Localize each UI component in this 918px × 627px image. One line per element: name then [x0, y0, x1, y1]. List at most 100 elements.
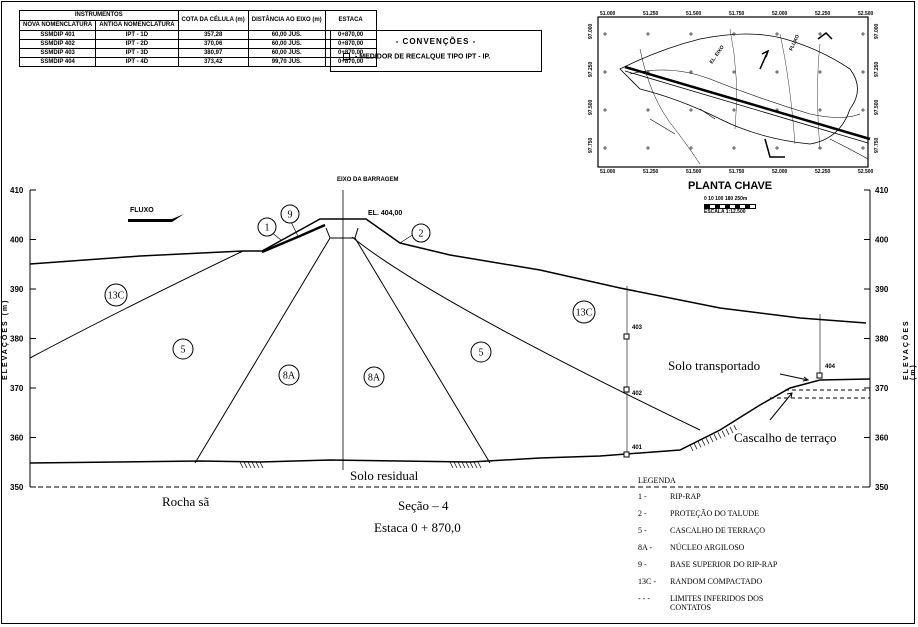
zone-label: 5: [181, 345, 186, 356]
zone-label: 13C: [576, 308, 593, 319]
instruments-table: INSTRUMENTOS COTA DA CÉLULA (m) DISTÂNCI…: [18, 10, 377, 67]
key-map-left-coord: 97.000: [588, 23, 594, 39]
zone-marker: [470, 341, 492, 363]
axis-title: EIXO DA BARRAGEM: [337, 177, 399, 183]
legend-desc: RANDOM COMPACTADO: [670, 577, 763, 586]
legend-desc: BASE SUPERIOR DO RIP-RAP: [670, 560, 778, 569]
y-tick-right: 350: [875, 483, 889, 492]
zone-label: 9: [288, 210, 293, 221]
key-map-left-coord: 97.250: [588, 61, 594, 77]
zone-label: 8A: [283, 371, 296, 382]
section-station: Estaca 0 + 870,0: [374, 520, 461, 535]
zone-marker: [280, 204, 300, 224]
settlement-gauge-icon: [343, 53, 350, 60]
instrument-403: 403: [632, 325, 643, 331]
legend-code: 2 -: [638, 509, 647, 518]
y-axis-label-right: ELEVAÇÕES (m): [903, 319, 917, 380]
legend-item: 1 - RIP-RAP: [638, 492, 790, 501]
key-map-top-coord: 51.500: [686, 11, 702, 17]
legend-code: 5 -: [638, 526, 647, 535]
legend-code: 8A -: [638, 543, 652, 552]
key-map-right-coord: 97.000: [874, 23, 880, 39]
y-tick-right: 370: [875, 384, 889, 393]
y-tick-left: 400: [10, 236, 24, 245]
legend-item: 8A - NÚCLEO ARGILOSO: [638, 543, 790, 552]
zone-label: 1: [265, 223, 270, 234]
section-number: Seção – 4: [398, 498, 449, 513]
key-map-bottom-coord: 51.500: [686, 169, 702, 174]
key-map-top-coord: 52.000: [772, 11, 788, 17]
instrument-cell: 0+870,00: [324, 57, 377, 67]
key-map-bottom-coord: 51.250: [643, 169, 659, 174]
legend-title: LEGENDA: [638, 476, 676, 485]
conventions-item-label: - MEDIDOR DE RECALQUE TIPO IPT - IP.: [355, 53, 491, 61]
zone-label: 2: [419, 229, 424, 240]
legend-desc: CASCALHO DE TERRAÇO: [670, 526, 765, 535]
key-map-right-coord: 97.250: [874, 61, 880, 77]
y-tick-left: 380: [10, 335, 24, 344]
zone-marker: [172, 338, 194, 360]
legend: LEGENDA 1 - RIP-RAP 2 - PROTEÇÃO DO TALUDE 5…: [632, 470, 798, 622]
y-tick-left: 410: [10, 186, 24, 195]
conventions-item: - MEDIDOR DE RECALQUE TIPO IPT - IP.: [343, 53, 490, 60]
key-map-top-coord: 52.500: [858, 11, 874, 17]
solo-transportado-label: Solo transportado: [668, 358, 761, 374]
y-tick-right: 360: [875, 434, 889, 443]
legend-item: 13C - RANDOM COMPACTADO: [638, 577, 790, 586]
key-map-scale-bar: [704, 204, 756, 209]
key-map-scale-text: ESCALA 1:12.500: [704, 209, 746, 215]
key-map-top-coord: 51.250: [643, 11, 659, 17]
legend-item: - - - LIMITES INFERIDOS DOS CONTATOS: [638, 594, 790, 612]
zone-label: 5: [479, 348, 484, 359]
key-map-bottom-coord: 52.250: [815, 169, 831, 174]
conventions-title: - CONVENÇÕES -: [395, 37, 477, 46]
legend-desc: PROTEÇÃO DO TALUDE: [670, 509, 759, 518]
key-map-scale: 0 10 100 180 250m ESCALA 1:12.500: [704, 196, 756, 215]
zone-marker: [363, 366, 385, 388]
zone-marker: [411, 223, 431, 243]
key-map-top-coord: 51.000: [600, 11, 616, 17]
legend-code: 9 -: [638, 560, 647, 569]
key-map-left-coord: 97.500: [588, 99, 594, 115]
legend-code: 13C -: [638, 577, 656, 586]
legend-item: 9 - BASE SUPERIOR DO RIP-RAP: [638, 560, 790, 569]
legend-code: 1 -: [638, 492, 647, 501]
instrument-404: 404: [825, 364, 836, 370]
flow-label: FLUXO: [130, 207, 154, 214]
y-tick-right: 380: [875, 335, 889, 344]
key-map-left-coord: 97.750: [588, 137, 594, 153]
key-map-right-coord: 97.750: [874, 137, 880, 153]
key-map-top-coord: 52.250: [815, 11, 831, 17]
solo-residual-label: Solo residual: [350, 468, 419, 484]
key-map-bottom-coord: 51.750: [729, 169, 745, 174]
section-caption: Seção – 4 Estaca 0 + 870,0: [370, 492, 500, 552]
key-map-bottom-coord: 52.000: [772, 169, 788, 174]
y-axis-label-left: ELEVAÇÕES (m): [2, 298, 9, 381]
y-tick-left: 350: [10, 483, 24, 492]
legend-item: 5 - CASCALHO DE TERRAÇO: [638, 526, 790, 535]
legend-code: - - -: [638, 594, 650, 603]
crest-elevation-label: EL. 404,00: [368, 210, 403, 217]
key-map: 51.000 51.000 51.250 51.250 51.500 51.500 51.7…: [588, 11, 880, 174]
key-map-bottom-coord: 51.000: [600, 169, 616, 174]
cascalho-label: Cascalho de terraço: [734, 430, 837, 446]
y-tick-left: 390: [10, 285, 24, 294]
legend-desc: RIP-RAP: [670, 492, 701, 501]
zone-label: 8A: [368, 373, 381, 384]
legend-item: 2 - PROTEÇÃO DO TALUDE: [638, 509, 790, 518]
zone-marker: [278, 364, 300, 386]
key-map-scale-ticks: 0 10 100 180 250m: [704, 196, 748, 202]
instrument-401: 401: [632, 445, 643, 451]
legend-desc: LIMITES INFERIDOS DOS CONTATOS: [670, 594, 764, 612]
legend-desc: NÚCLEO ARGILOSO: [670, 543, 745, 552]
instrument-cell: IPT - 4D: [95, 57, 179, 67]
y-tick-left: 360: [10, 434, 24, 443]
key-map-bottom-coord: 52.500: [858, 169, 874, 174]
instrument-cell: 373,42: [177, 57, 249, 67]
key-map-title: PLANTA CHAVE: [688, 180, 773, 192]
